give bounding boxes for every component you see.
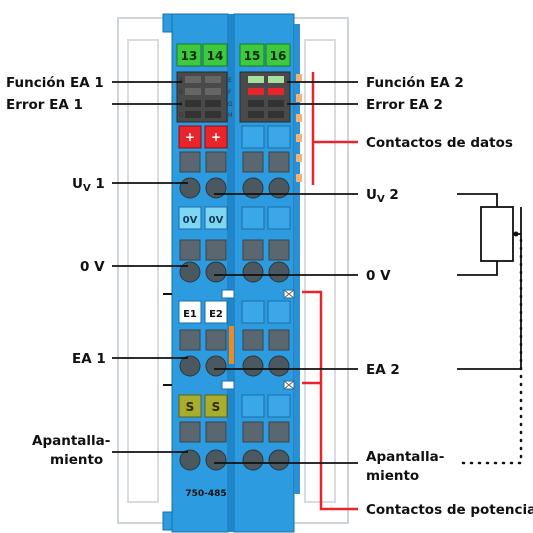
- label-uv1: UV 1: [72, 176, 105, 194]
- power-jumpers: [163, 289, 295, 390]
- shield-markers: S S: [178, 394, 291, 418]
- label-apantallamiento-left-1: Apantalla-: [32, 433, 110, 449]
- data-contacts-bracket: [311, 72, 358, 185]
- plus-mark-1: +: [185, 130, 195, 144]
- channel-13: 13: [181, 49, 198, 63]
- label-zero-v-left: 0 V: [80, 259, 105, 275]
- channel-14: 14: [207, 49, 224, 63]
- shield-mark-1: S: [186, 400, 195, 414]
- plus-markers: + +: [178, 125, 291, 149]
- input-markers: E1 E2: [178, 300, 291, 364]
- label-contactos-datos: Contactos de datos: [366, 135, 513, 151]
- label-zero-v-right: 0 V: [366, 268, 391, 284]
- label-ea2: EA 2: [366, 362, 400, 378]
- input-mark-e2: E2: [209, 309, 223, 320]
- label-apantallamiento-right-1: Apantalla-: [366, 449, 444, 465]
- zero-v-mark-1: 0V: [183, 215, 198, 226]
- zero-v-mark-2: 0V: [209, 215, 224, 226]
- led-letter-a: A: [179, 77, 184, 84]
- channel-tabs: 13 14 15 16: [176, 43, 291, 67]
- shield-dotted-line: [455, 238, 523, 465]
- led-letter-h: H: [228, 112, 233, 119]
- input-mark-e1: E1: [183, 309, 197, 320]
- zero-v-markers: 0V 0V: [178, 206, 291, 230]
- label-contactos-potencia: Contactos de potencia: [366, 502, 533, 518]
- label-apantallamiento-right-2: miento: [366, 468, 419, 484]
- led-letter-g: G: [228, 101, 233, 108]
- model-number: 750-485: [185, 489, 226, 499]
- channel-16: 16: [270, 49, 287, 63]
- led-letter-b: B: [179, 89, 183, 96]
- shield-mark-2: S: [212, 400, 221, 414]
- power-contacts-bracket: [302, 290, 358, 511]
- led-panel-left: A B C D: [176, 71, 228, 123]
- label-error-ea1: Error EA 1: [6, 97, 83, 113]
- led-letter-e: E: [228, 77, 232, 84]
- label-funcion-ea2: Función EA 2: [366, 75, 464, 91]
- terminal-release-buttons: [179, 151, 290, 443]
- label-uv2: UV 2: [366, 187, 399, 205]
- label-apantallamiento-left-2: miento: [50, 452, 103, 468]
- data-contacts: [296, 74, 302, 182]
- sensor-symbol: [457, 193, 522, 370]
- label-funcion-ea1: Función EA 1: [6, 75, 104, 91]
- channel-15: 15: [244, 49, 261, 63]
- led-panel-right: E F G H: [228, 71, 291, 123]
- led-letter-d: D: [179, 112, 184, 119]
- plus-mark-2: +: [211, 130, 221, 144]
- label-error-ea2: Error EA 2: [366, 97, 443, 113]
- leader-lines: [112, 81, 358, 464]
- led-letter-f: F: [228, 89, 232, 96]
- terminal-holes: [179, 177, 290, 471]
- label-ea1: EA 1: [72, 351, 106, 367]
